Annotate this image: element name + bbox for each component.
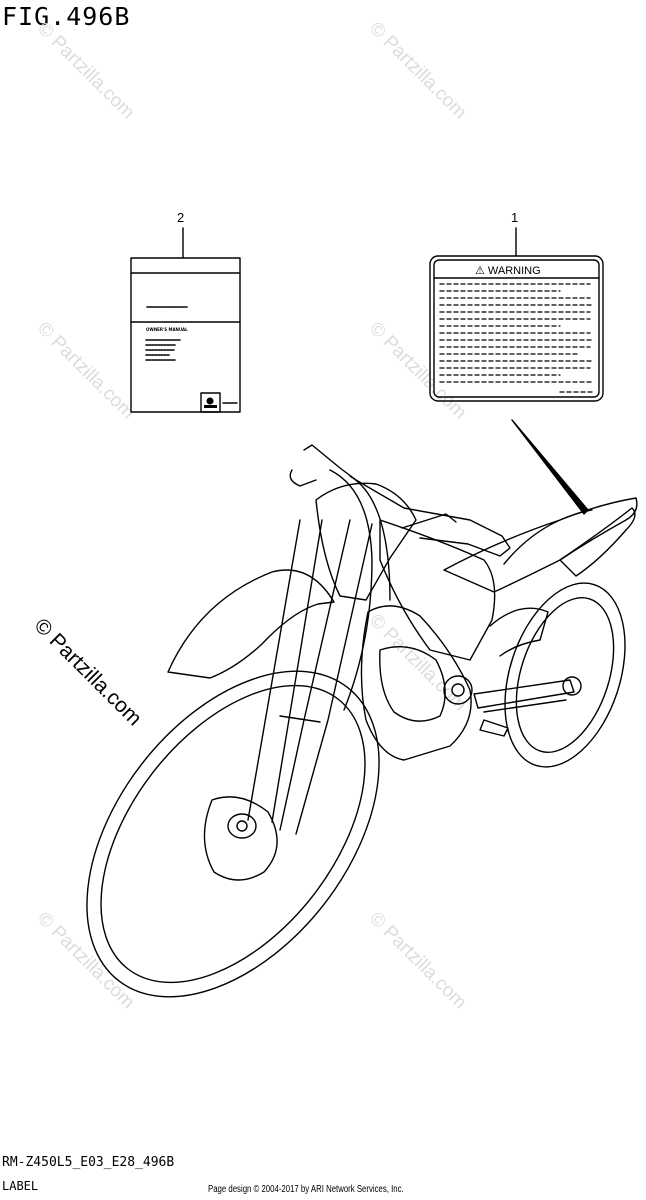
- section-name: LABEL: [2, 1179, 39, 1193]
- warning-heading: ⚠ WARNING: [475, 265, 541, 277]
- warning-text-lines: [439, 283, 593, 393]
- callout-number-2: 2: [177, 210, 184, 225]
- callout-number-1: 1: [511, 210, 518, 225]
- motorcycle-illustration: [86, 444, 638, 998]
- manual-cover-title: OWNER'S MANUAL: [146, 327, 188, 332]
- part-1-warning-label[interactable]: 1 ⚠ WARNING: [429, 210, 604, 402]
- part-2-owners-manual[interactable]: 2 OWNER'S MANUAL: [130, 210, 241, 413]
- copyright-notice: Page design © 2004-2017 by ARI Network S…: [208, 1184, 404, 1195]
- model-code: RM-Z450L5_E03_E28_496B: [2, 1155, 175, 1170]
- pointer-arrow: [511, 419, 589, 515]
- figure-title: FIG.496B: [2, 2, 131, 31]
